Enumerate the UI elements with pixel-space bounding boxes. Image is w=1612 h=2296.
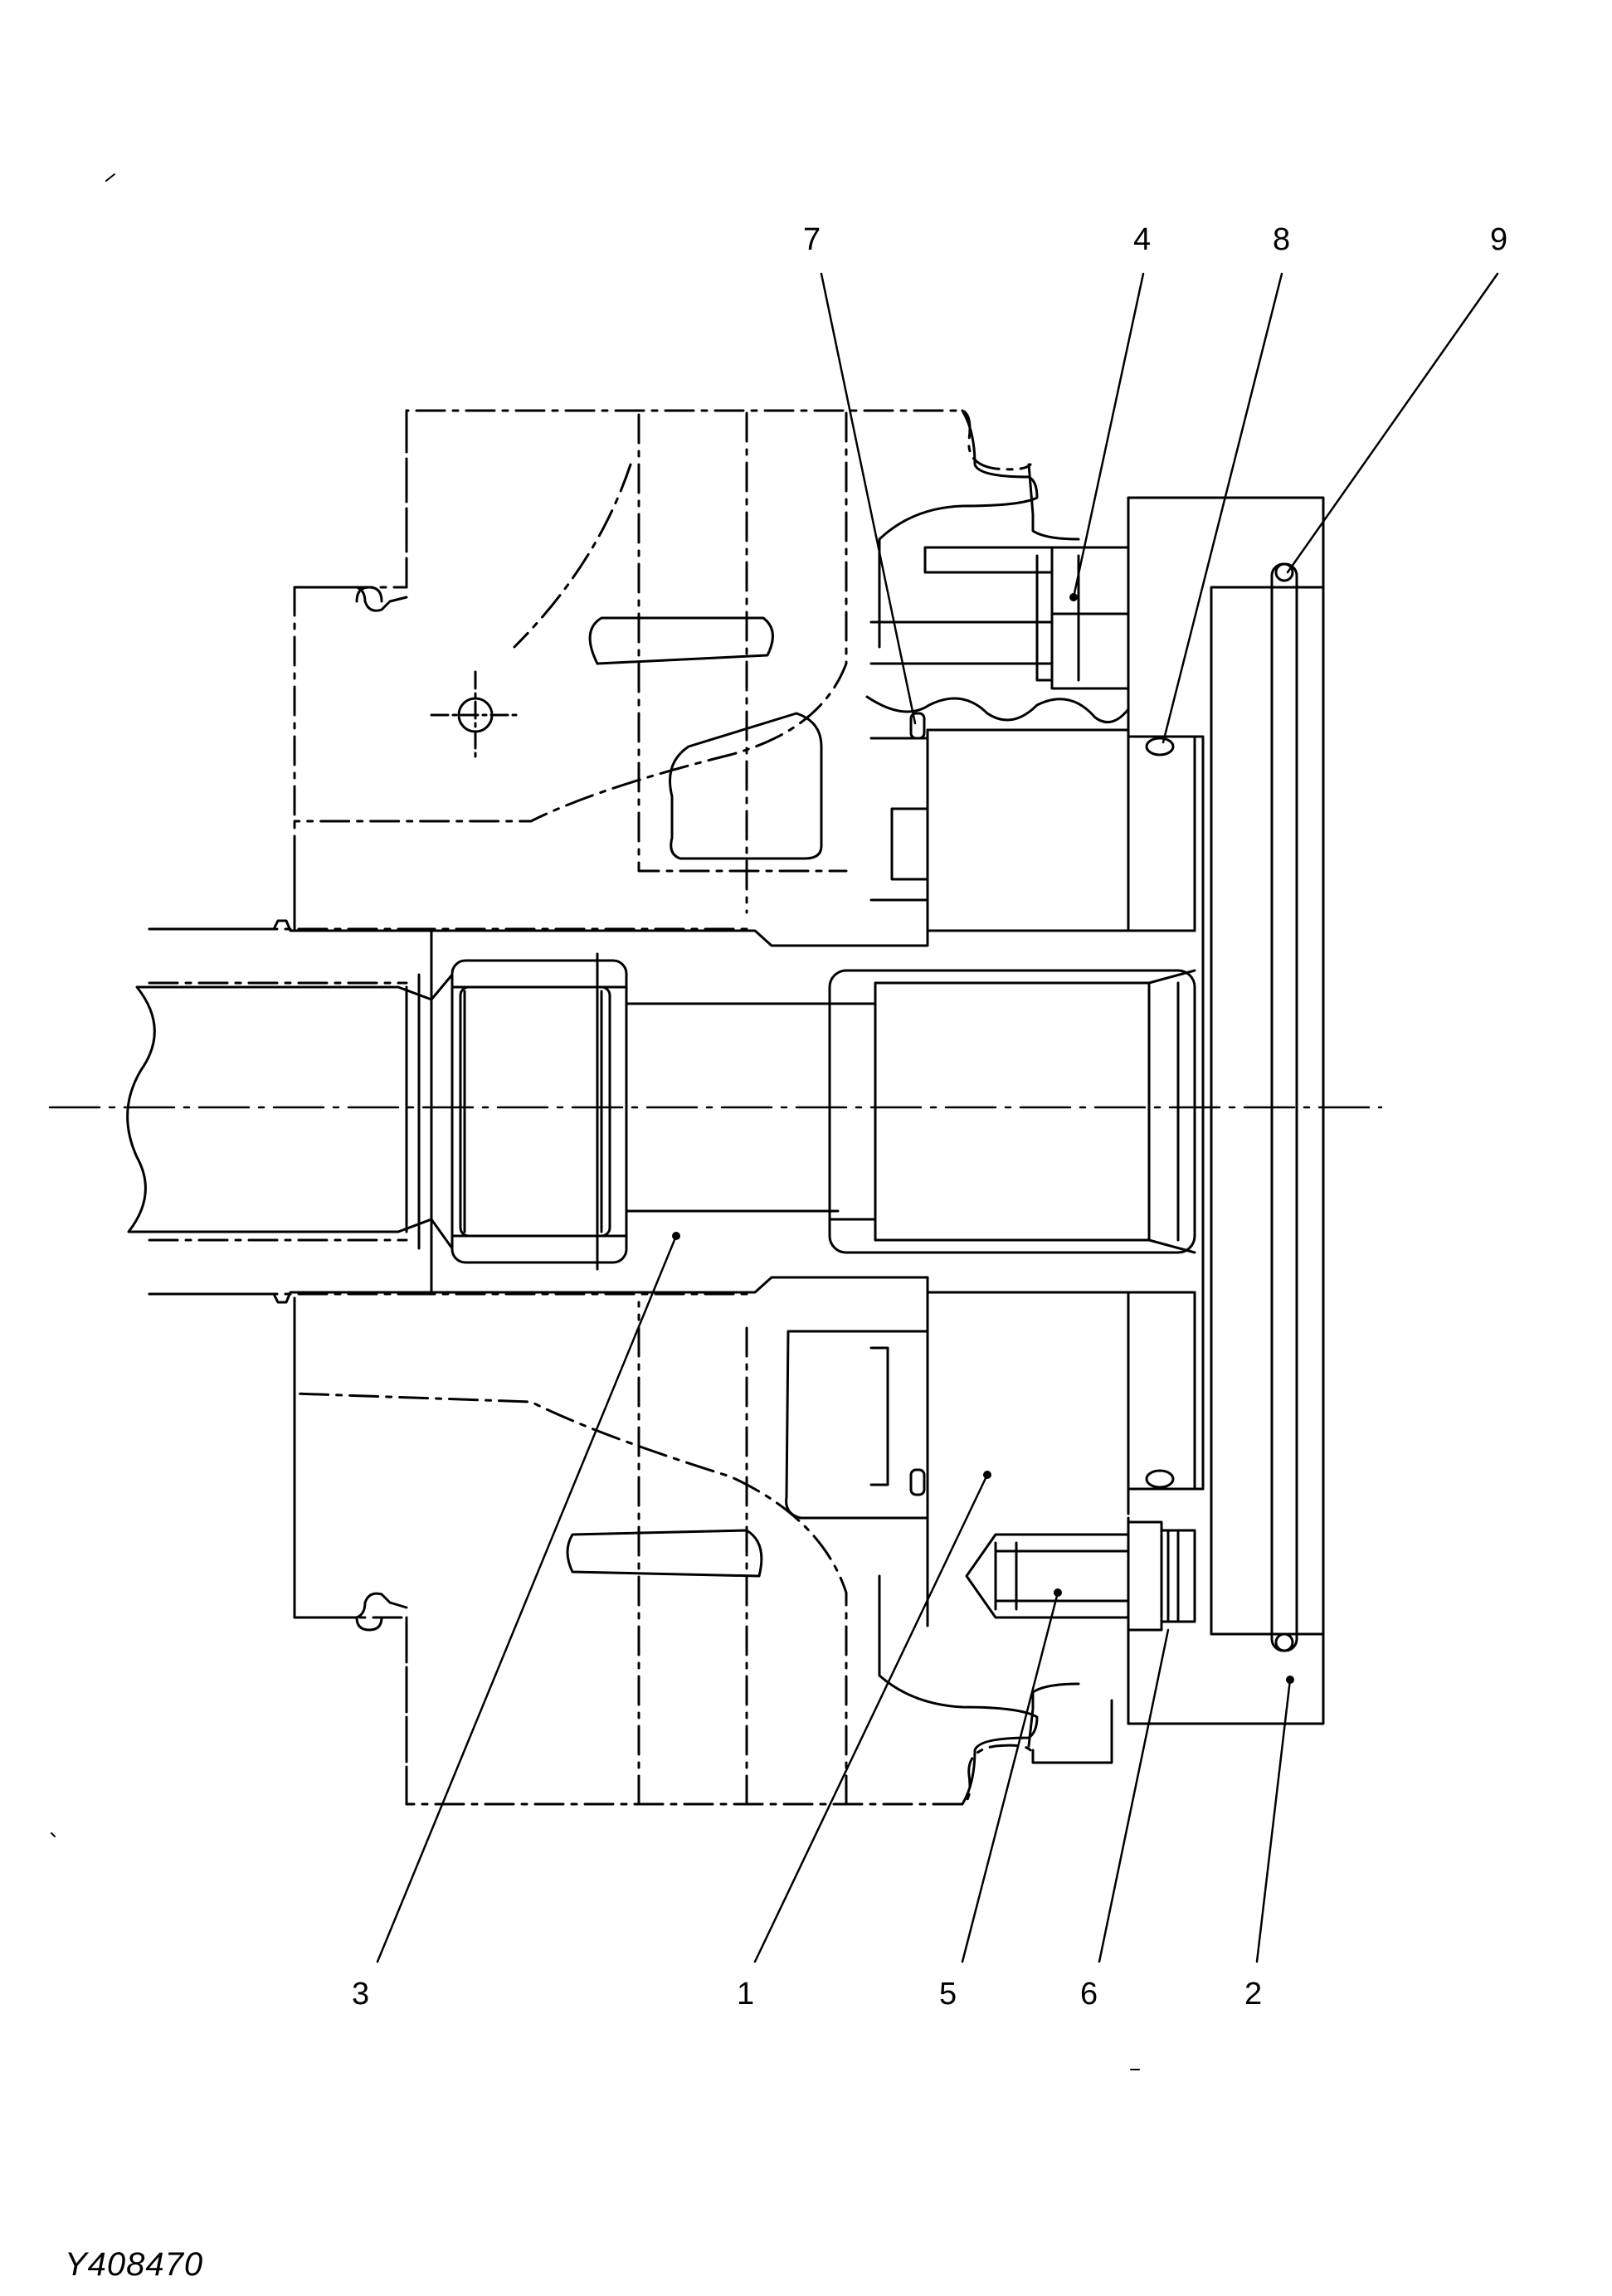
bolt-top (865, 546, 1130, 724)
callout-6: 6 (1080, 1977, 1098, 2011)
cover-plate (1127, 496, 1325, 1725)
hub-body (430, 929, 1196, 1294)
drawing-code: Y408470 (65, 2246, 204, 2283)
callout-5: 5 (939, 1977, 957, 2011)
housing-solid-lower (293, 1296, 1113, 1806)
housing-bosses (355, 586, 521, 1632)
callout-9: 9 (1490, 222, 1508, 257)
callout-2: 2 (1244, 1977, 1263, 2011)
shaft-stub (126, 919, 454, 1304)
o-ring-top (1274, 562, 1294, 582)
housing-outline (148, 409, 1032, 1806)
leader-1 (753, 1473, 989, 1963)
callout-7: 7 (803, 222, 821, 257)
specks (51, 173, 1140, 2070)
leader-dots (672, 593, 1294, 1684)
leader-7 (820, 272, 917, 725)
leader-lines (376, 272, 1499, 1963)
leader-8 (1162, 272, 1283, 744)
hub-flange (926, 728, 1205, 1627)
leader-6 (1098, 1628, 1170, 1963)
seal-pockets (909, 712, 1176, 1496)
leader-2 (1255, 1678, 1292, 1963)
bolt-bottom (965, 1520, 1196, 1632)
leader-3 (376, 1234, 678, 1963)
callout-3: 3 (352, 1977, 370, 2011)
leader-4 (1072, 272, 1145, 599)
callout-1: 1 (737, 1977, 755, 2011)
leader-9 (1286, 272, 1499, 574)
callout-8: 8 (1273, 222, 1291, 257)
leader-5 (961, 1591, 1059, 1963)
callout-4: 4 (1133, 222, 1152, 257)
housing-solid-upper (293, 409, 1080, 931)
o-ring-bottom (1274, 1632, 1294, 1652)
